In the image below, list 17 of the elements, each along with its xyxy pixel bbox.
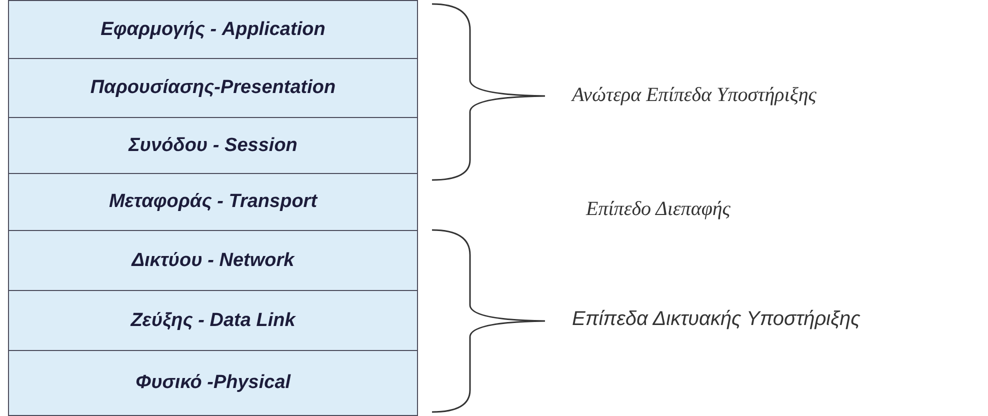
layer-name: Εφαρμογής - Application xyxy=(100,18,326,41)
layer-name: Δικτύου - Network xyxy=(132,250,294,272)
layer-name: Μεταφοράς - Transport xyxy=(108,191,318,214)
layer-box xyxy=(8,58,418,118)
layer-name: Ζεύξης - Data Link xyxy=(130,310,296,332)
layer-box xyxy=(8,350,418,416)
layer-name: Παρουσίασης-Presentation xyxy=(90,77,336,100)
layer-name: Φυσικό -Physical xyxy=(135,372,291,394)
group-label: Ανώτερα Επίπεδα Υποστήριξης xyxy=(572,84,816,107)
layer-box xyxy=(8,0,418,60)
group-label: Επίπεδο Διεπαφής xyxy=(586,198,730,221)
layer-name: Συνόδου - Session xyxy=(128,134,298,157)
group-label: Επίπεδα Δικτυακής Υποστήριξης xyxy=(572,308,860,331)
layer-box xyxy=(8,290,418,352)
layer-box xyxy=(8,173,418,232)
layer-box xyxy=(8,230,418,292)
layer-box xyxy=(8,117,418,174)
